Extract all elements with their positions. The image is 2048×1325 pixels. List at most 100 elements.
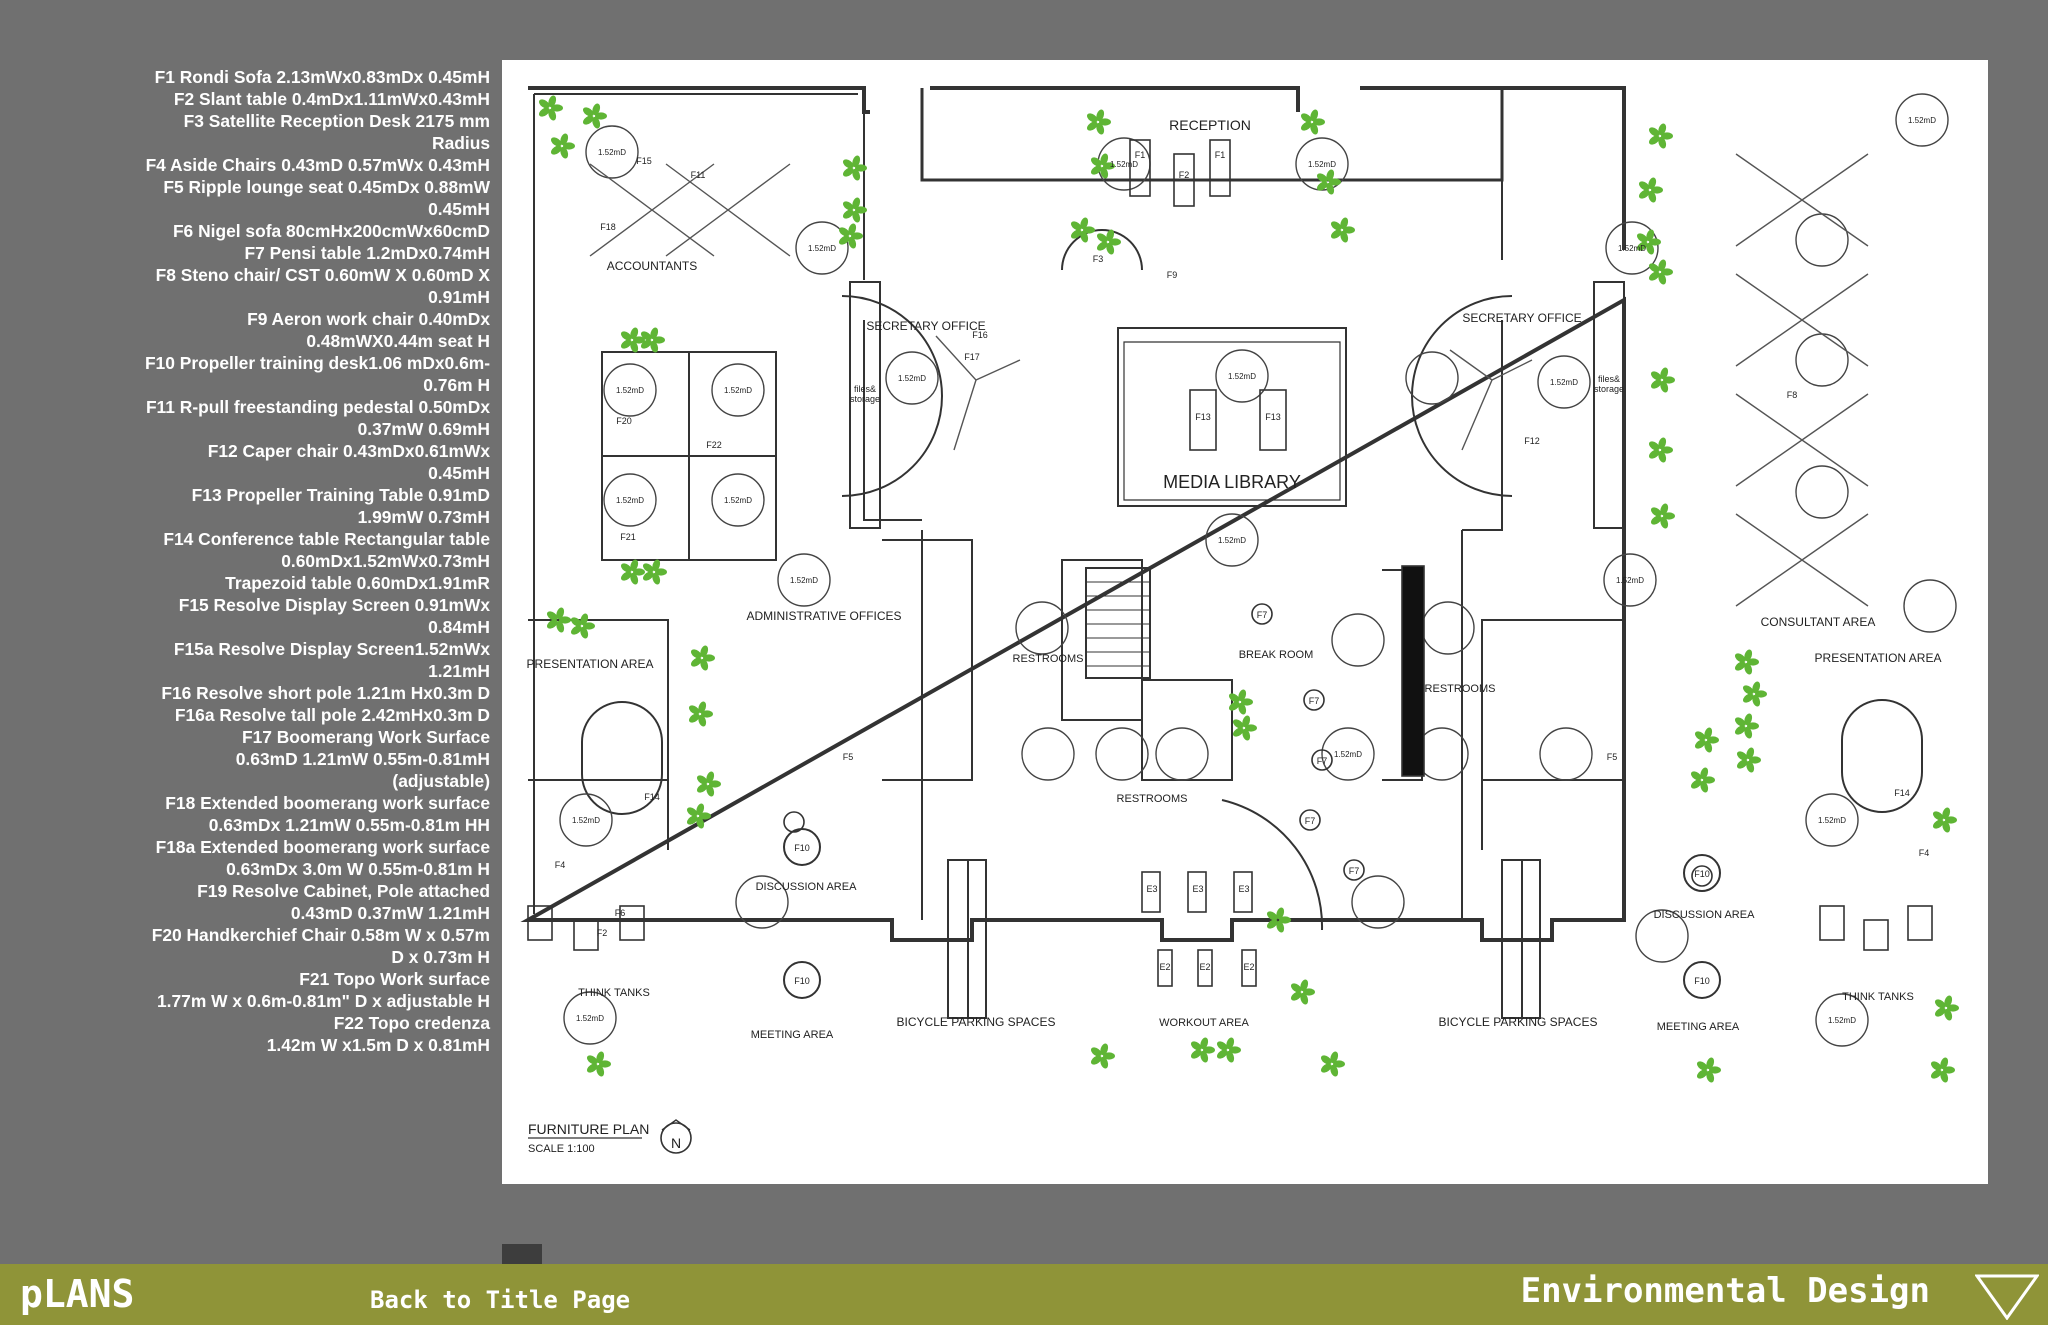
legend-line: F21 Topo Work surface (299, 969, 490, 989)
workstation-clusters (589, 153, 1869, 607)
legend-line: F15 Resolve Display Screen 0.91mWx (178, 595, 490, 615)
legend-line: 0.43mD 0.37mW 1.21mH (290, 903, 490, 923)
clearance-tag: 1.52mD (1618, 244, 1646, 253)
plant-icon (1697, 1057, 1721, 1083)
page-title: pLANS (20, 1272, 135, 1316)
plant-icon (551, 133, 575, 159)
tag-f8: F8 (1787, 390, 1798, 400)
legend-line: 1.42m W x1.5m D x 0.81mH (266, 1035, 490, 1055)
plant-icon (839, 223, 863, 249)
plant-icon (621, 559, 645, 585)
clearance-tag: 1.52mD (1228, 372, 1256, 381)
label-accountants: ACCOUNTANTS (607, 259, 697, 273)
tag-f1: F1 (1135, 150, 1146, 160)
plant-icon (1331, 217, 1355, 243)
clearance-tag: 1.52mD (1616, 576, 1644, 585)
label-files-storage-right: files& (1598, 374, 1620, 384)
north-arrow-icon (660, 1122, 692, 1154)
legend-line: F16a Resolve tall pole 2.42mHx0.3m D (174, 705, 490, 725)
plant-icon (1317, 169, 1341, 195)
plant-icon (1737, 747, 1761, 773)
plant-icon (1695, 727, 1719, 753)
label-files-storage-left: files& (854, 384, 876, 394)
plant-icon (1735, 649, 1759, 675)
legend-line: F20 Handkerchief Chair 0.58m W x 0.57m (151, 925, 490, 945)
label-files-storage-right-2: storage (1594, 384, 1624, 394)
legend-line: 0.37mW 0.69mH (357, 419, 490, 439)
plant-icon (1637, 229, 1661, 255)
legend-line: F18 Extended boomerang work surface (165, 793, 490, 813)
label-discussion-area-left: DISCUSSION AREA (756, 881, 858, 893)
plant-icon (621, 327, 645, 353)
legend-line: F18a Extended boomerang work surface (155, 837, 490, 857)
legend-line: 1.21mH (428, 661, 490, 681)
plant-icon (1071, 217, 1095, 243)
tag-f15: F15 (636, 156, 652, 166)
plant-icon (1649, 259, 1673, 285)
legend-line: 1.77m W x 0.6m-0.81m" D x adjustable H (156, 991, 490, 1011)
label-meeting-area-left: MEETING AREA (751, 1029, 834, 1041)
tag-f12: F12 (1524, 436, 1540, 446)
tag-f7: F7 (1257, 610, 1268, 620)
label-meeting-area-right: MEETING AREA (1657, 1021, 1740, 1033)
legend-line: 0.45mH (428, 463, 490, 483)
plant-icon (687, 803, 711, 829)
label-media-library: MEDIA LIBRARY (1163, 472, 1301, 492)
tag-f4: F4 (555, 860, 566, 870)
tag-f10-d: F10 (1694, 976, 1710, 986)
plant-icon (1735, 713, 1759, 739)
tag-f10-c: F10 (1694, 869, 1710, 879)
next-page-triangle-icon[interactable] (1975, 1274, 2039, 1320)
back-to-title-link[interactable]: Back to Title Page (370, 1286, 631, 1314)
plant-icon (1229, 689, 1253, 715)
clearance-tag: 1.52mD (724, 386, 752, 395)
north-label: N (671, 1135, 681, 1151)
plant-icon (1651, 503, 1675, 529)
label-reception: RECEPTION (1169, 117, 1251, 133)
label-break-room: BREAK ROOM (1239, 649, 1314, 661)
tag-f10-b: F10 (794, 976, 810, 986)
legend-line: F9 Aeron work chair 0.40mDx (247, 309, 490, 329)
legend-line: F10 Propeller training desk1.06 mDx0.6m- (144, 353, 490, 373)
furniture-plan: RECEPTION ACCOUNTANTS SECRETARY OFFICE S… (502, 60, 1988, 1184)
legend-line: F17 Boomerang Work Surface (241, 727, 490, 747)
legend-line: F22 Topo credenza (333, 1013, 490, 1033)
tag-f20: F20 (616, 416, 632, 426)
legend-line: F8 Steno chair/ CST 0.60mW X 0.60mD X (155, 265, 490, 285)
conference-tables (581, 229, 1923, 999)
label-think-tanks-left: THINK TANKS (578, 987, 650, 999)
clearance-tag: 1.52mD (1308, 160, 1336, 169)
plant-icon (643, 559, 667, 585)
clearance-tag: 1.52mD (790, 576, 818, 585)
legend-line: 0.63mDx 3.0m W 0.55m-0.81m H (226, 859, 490, 879)
clearance-tags: 1.52mD 1.52mD 1.52mD 1.52mD 1.52mD 1.52m… (572, 116, 1936, 1025)
legend-line: F14 Conference table Rectangular table (163, 529, 490, 549)
label-bicycle-parking-right: BICYCLE PARKING SPACES (1439, 1015, 1598, 1029)
tag-f7-e: F7 (1349, 866, 1360, 876)
clearance-tag: 1.52mD (572, 816, 600, 825)
legend-line: F2 Slant table 0.4mDx1.11mWx0.43mH (173, 89, 490, 109)
clearance-tag: 1.52mD (598, 148, 626, 157)
clearance-tag: 1.52mD (1908, 116, 1936, 125)
plan-title: FURNITURE PLAN (528, 1121, 649, 1137)
legend-line: Radius (432, 133, 490, 153)
legend-line: 0.63mD 1.21mW 0.55m-0.81mH (235, 749, 490, 769)
plant-icon (843, 197, 867, 223)
planters (539, 95, 1959, 1083)
tag-f18: F18 (600, 222, 616, 232)
plant-icon (1691, 767, 1715, 793)
tag-f1-b: F1 (1215, 150, 1226, 160)
plant-icon (697, 771, 721, 797)
legend-line: F11 R-pull freestanding pedestal 0.50mDx (145, 397, 490, 417)
legend-line: F12 Caper chair 0.43mDx0.61mWx (207, 441, 490, 461)
label-think-tanks-right: THINK TANKS (1842, 991, 1914, 1003)
clearance-tag: 1.52mD (1334, 750, 1362, 759)
tag-e2-b: E2 (1199, 962, 1210, 972)
title-block: FURNITURE PLAN SCALE 1:100 N (528, 1119, 692, 1155)
legend-line: 0.60mDx1.52mWx0.73mH (281, 551, 490, 571)
plant-icon (1097, 229, 1121, 255)
plant-icon (1291, 979, 1315, 1005)
plant-icon (1649, 123, 1673, 149)
plant-icon (539, 95, 563, 121)
tag-f17: F17 (964, 352, 980, 362)
